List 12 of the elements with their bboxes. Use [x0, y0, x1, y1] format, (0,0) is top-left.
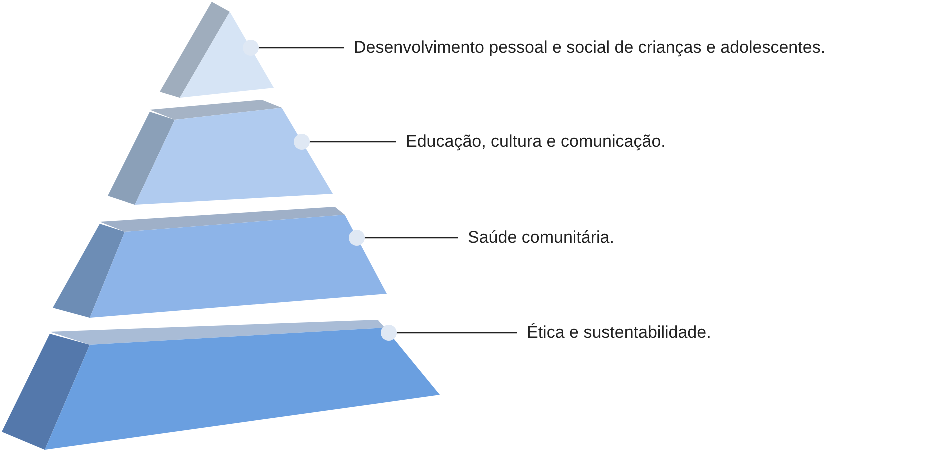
pyramid-tier — [53, 207, 387, 318]
leader-line — [243, 40, 344, 56]
tier-caption: Desenvolvimento pessoal e social de crianças e adolescentes. — [354, 38, 826, 58]
pyramid-tier — [108, 100, 333, 205]
tier-caption: Educação, cultura e comunicação. — [406, 132, 666, 152]
leader-line — [294, 134, 396, 150]
tier-caption: Ética e sustentabilidade. — [527, 323, 712, 343]
leader-line — [381, 325, 517, 341]
tier-caption: Saúde comunitária. — [468, 228, 614, 248]
pyramid-tier — [160, 2, 274, 98]
leader-line — [349, 230, 458, 246]
pyramid-tier — [2, 320, 440, 450]
